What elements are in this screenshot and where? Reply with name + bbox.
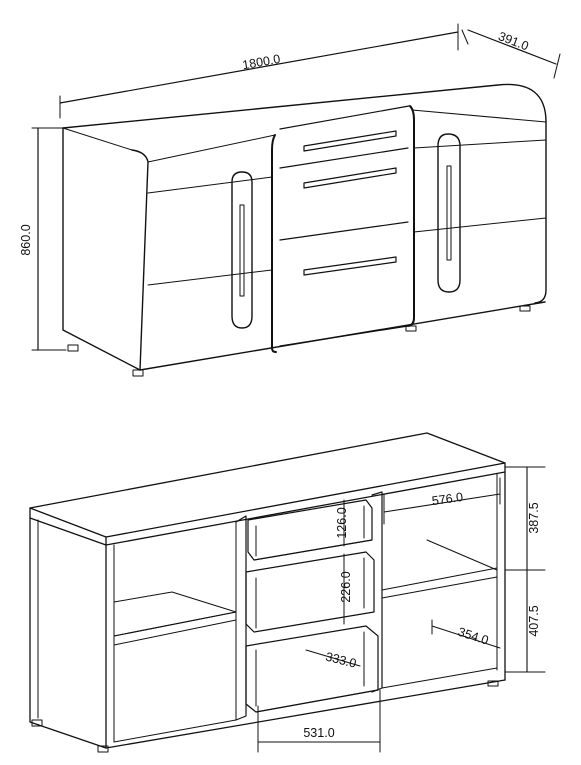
dimension-126: 126.0: [335, 499, 349, 547]
width-label: 1800.0: [241, 52, 281, 72]
dimension-576: 576.0: [383, 477, 501, 525]
cabinet-body: [62, 83, 547, 377]
compartment-width-label: 576.0: [431, 490, 464, 508]
dimension-226: 226.0: [339, 553, 353, 625]
dimension-407-5: 407.5: [504, 569, 546, 673]
drawer-middle: [245, 551, 375, 633]
height-dimension: 860.0: [19, 127, 67, 351]
drawer-height-mid-label: 226.0: [339, 571, 353, 602]
height-label: 860.0: [19, 224, 33, 255]
drawer-handle-middle: [303, 167, 397, 189]
drawer-depth-label: 333.0: [324, 650, 358, 671]
width-dimension: 1800.0: [59, 23, 459, 119]
depth-dimension: 391.0: [461, 29, 561, 79]
open-drawers: [245, 499, 379, 713]
compartment-depth-label: 354.0: [456, 625, 490, 648]
upper-height-label: 387.5: [527, 502, 541, 533]
drawer-bottom: [245, 625, 379, 713]
open-sideboard-view: 126.0 226.0 333.0 531.0 576.0 354.0: [29, 432, 546, 753]
dimension-531: 531.0: [257, 689, 381, 753]
drawer-handle-top: [303, 130, 397, 152]
carcass: [29, 432, 506, 753]
right-door-handle: [437, 133, 461, 293]
lower-height-label: 407.5: [527, 605, 541, 636]
depth-label: 391.0: [496, 29, 530, 53]
drawer-handles: [303, 130, 397, 276]
left-door-handle: [231, 171, 253, 329]
drawer-top: [247, 499, 373, 561]
dimension-387-5: 387.5: [504, 466, 546, 571]
drawer-height-top-label: 126.0: [335, 507, 349, 538]
dimension-354: 354.0: [431, 619, 501, 649]
drawer-handle-bottom: [303, 256, 397, 276]
door-handles: [231, 133, 461, 329]
drawer-width-label: 531.0: [303, 726, 334, 740]
closed-sideboard-view: 1800.0 391.0 860.0: [19, 23, 561, 377]
dimension-333: 333.0: [305, 649, 361, 671]
